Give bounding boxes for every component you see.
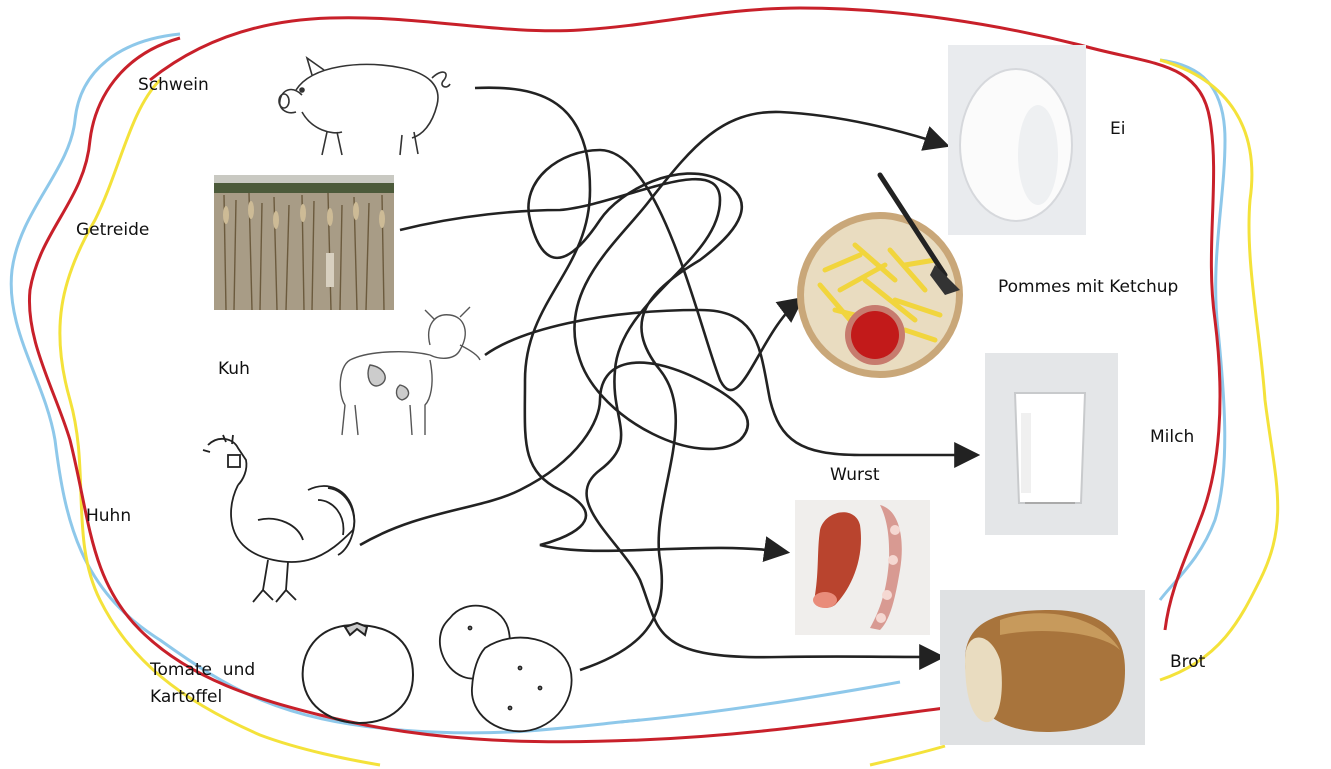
cow-drawing [330, 305, 485, 440]
rooster-drawing [198, 430, 363, 610]
label-ei: Ei [1110, 118, 1125, 140]
label-getreide: Getreide [76, 219, 149, 241]
pig-drawing [272, 50, 452, 160]
path-kartoffel-pommes [528, 150, 800, 670]
label-kuh: Kuh [218, 358, 250, 380]
tomato-drawing [295, 615, 420, 730]
label-schwein: Schwein [138, 74, 209, 96]
wheat-field-photo [214, 175, 394, 310]
fries-ketchup-photo [795, 170, 970, 382]
sausage-photo [795, 500, 930, 635]
label-brot: Brot [1170, 651, 1205, 673]
label-pommes: Pommes mit Ketchup [998, 276, 1178, 298]
label-huhn: Huhn [86, 505, 131, 527]
label-kartoffel: Kartoffel [150, 686, 222, 708]
label-tomate-und: Tomate und [150, 659, 255, 681]
label-milch: Milch [1150, 426, 1194, 448]
label-wurst: Wurst [830, 464, 880, 486]
bread-photo [940, 590, 1145, 745]
milk-glass-photo [985, 353, 1118, 535]
potato-drawing [430, 598, 580, 738]
